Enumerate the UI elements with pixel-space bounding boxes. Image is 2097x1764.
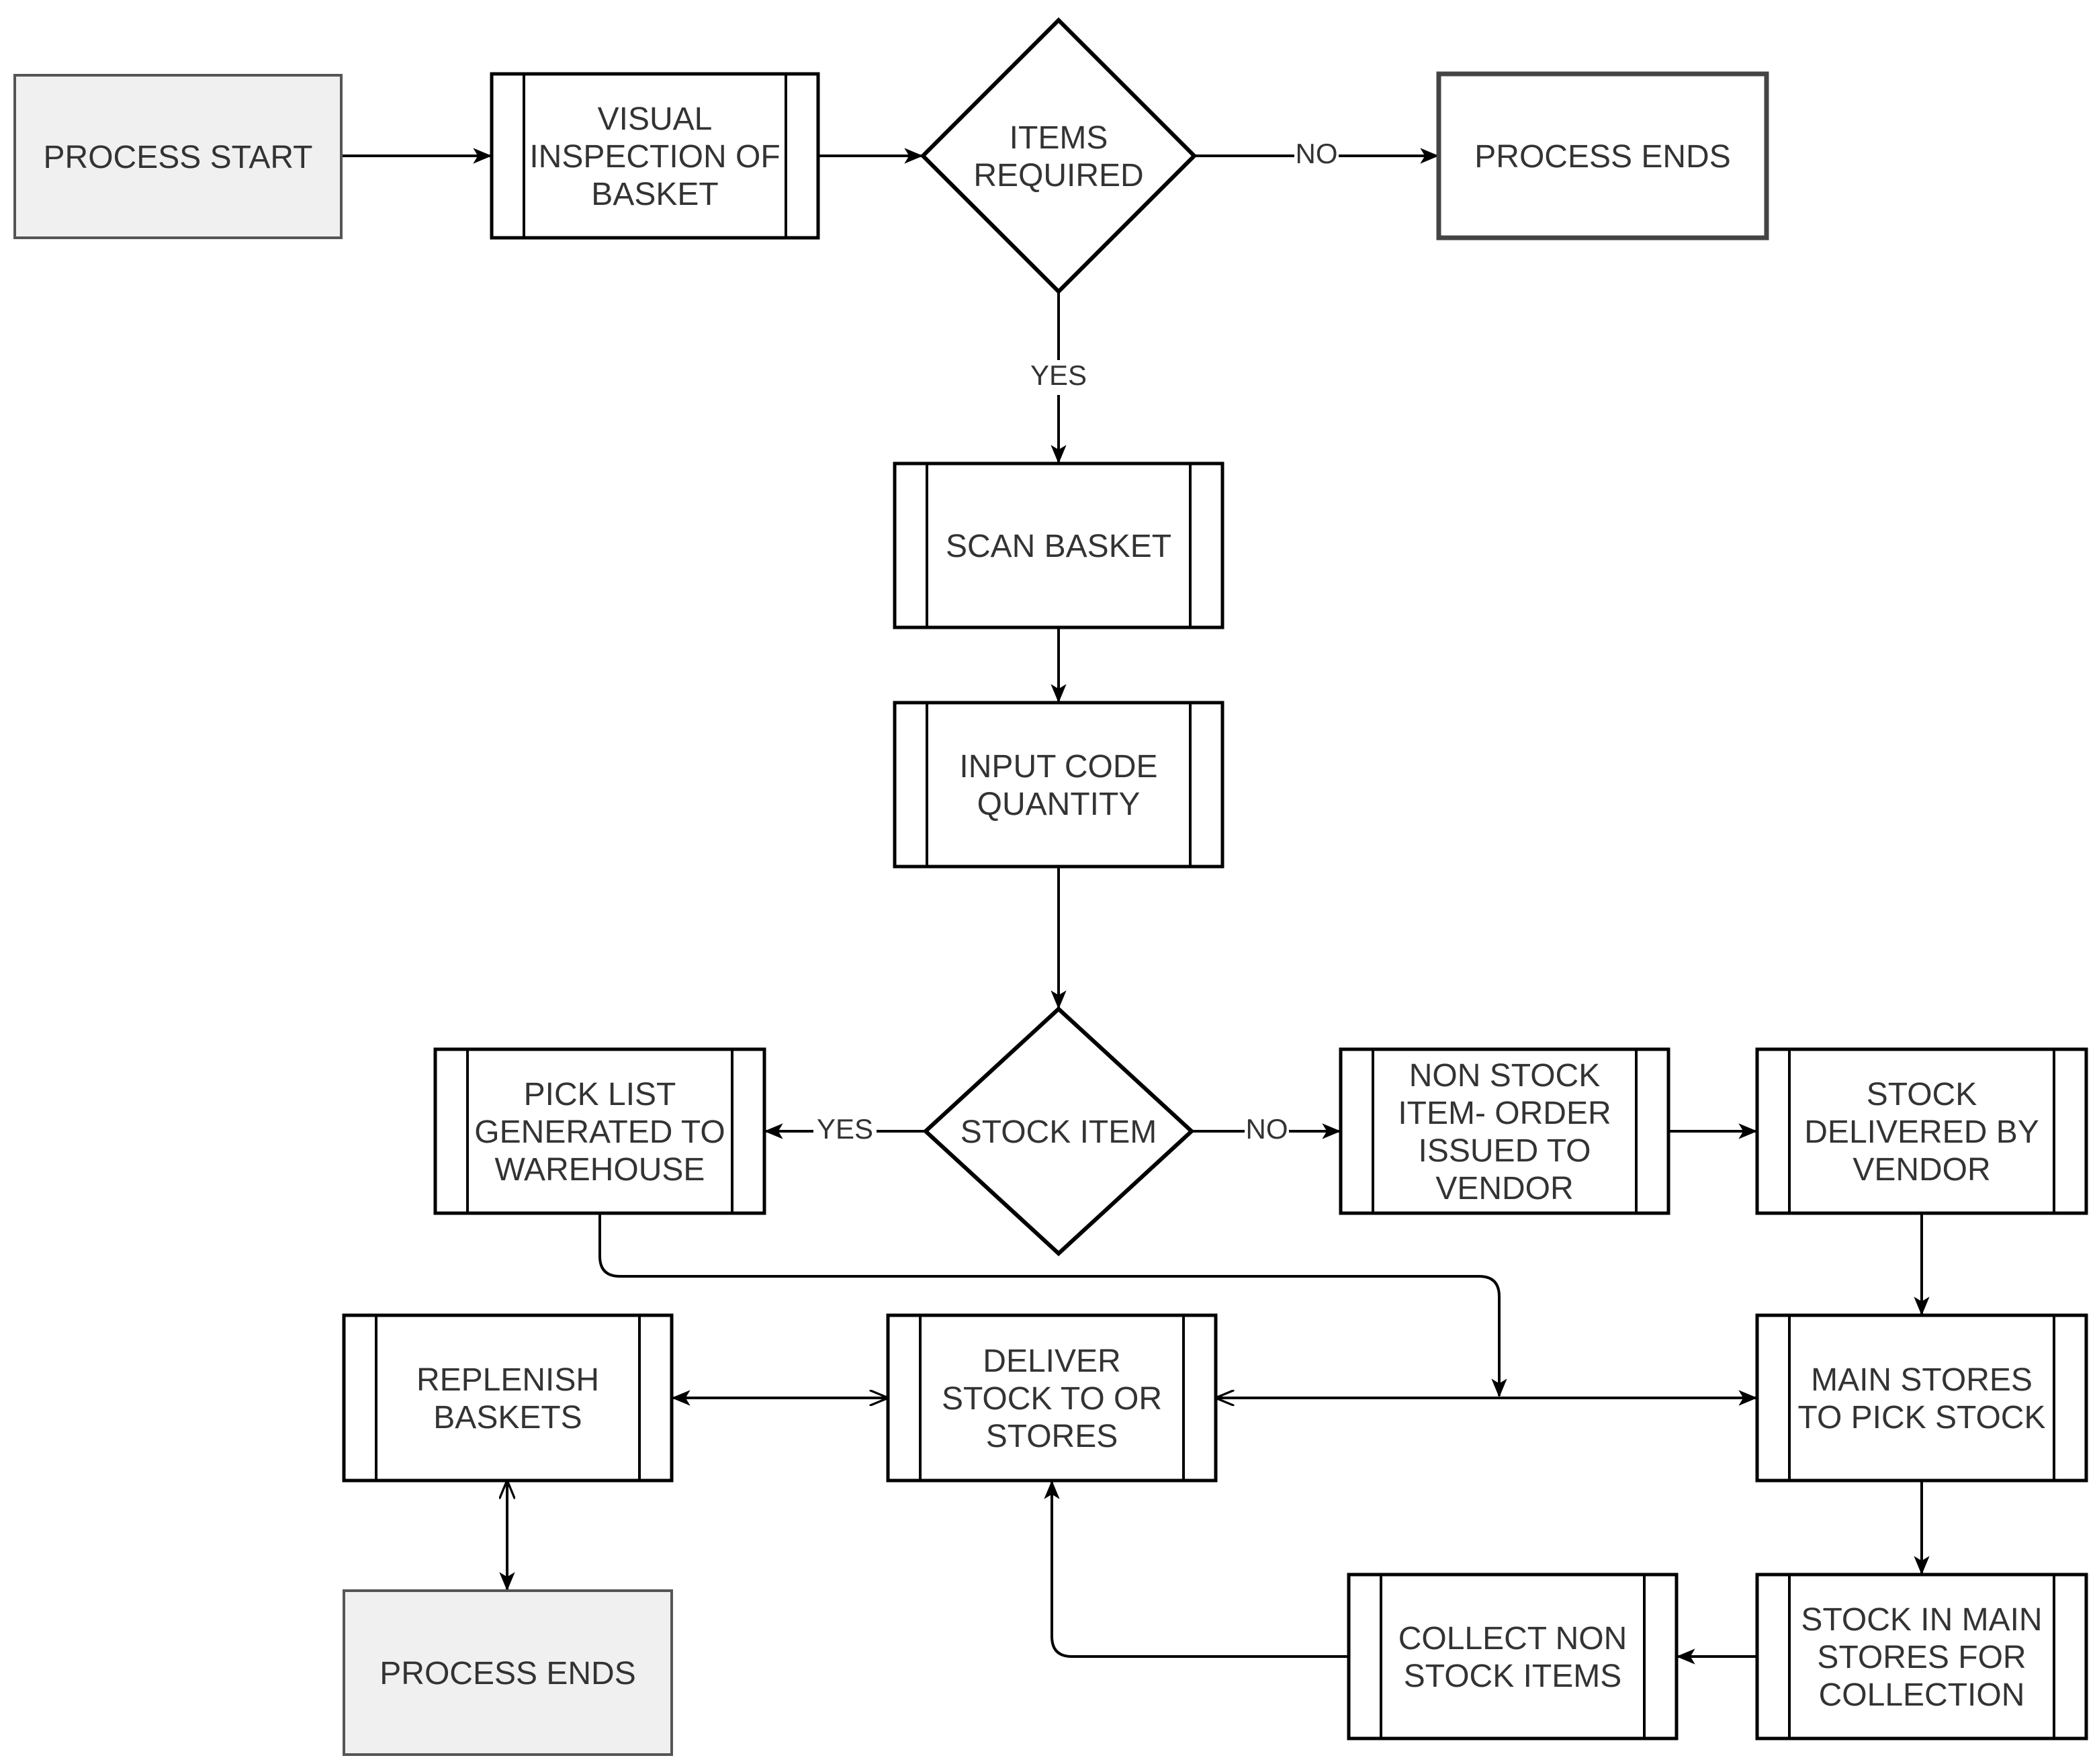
replenish-shape [342, 1313, 674, 1483]
input-code-shape [893, 701, 1224, 869]
process-ends-top-label: PROCESS ENDS [1474, 139, 1730, 175]
stock-item-label: STOCK ITEM [961, 1114, 1157, 1150]
pick-list-shape [433, 1047, 766, 1215]
edges-layer [341, 148, 1930, 1665]
process-start-label: PROCESS START [44, 140, 313, 175]
edge-pick-list-to-junction [598, 1213, 1507, 1398]
node-scan-basket[interactable]: SCAN BASKET [893, 461, 1224, 629]
process-ends-bottom-shape [343, 1589, 673, 1756]
visual-inspection-shape [490, 72, 820, 240]
edge-collect-to-deliver [1044, 1480, 1349, 1658]
non-stock-order-shape [1339, 1047, 1670, 1215]
edge-label-text: NO [1296, 138, 1338, 169]
edge-label-stock-yes: YES [813, 1113, 877, 1149]
edge-label-background [1245, 1114, 1289, 1149]
edge-label-stock-no: NO [1245, 1113, 1289, 1149]
edge-label-text: YES [1030, 359, 1087, 391]
node-process-ends-bottom[interactable]: PROCESS ENDS [343, 1589, 673, 1756]
collect-non-stock-shape [1347, 1573, 1679, 1740]
edge-label-text: NO [1246, 1113, 1288, 1145]
process-ends-top-shape [1436, 71, 1769, 240]
main-stores-pick-shape [1755, 1313, 2088, 1483]
stock-item-shape [922, 1006, 1195, 1257]
edge-label-background [1294, 138, 1339, 173]
edge-label-background [813, 1114, 877, 1149]
process-start-shape [13, 74, 343, 239]
edge-label-items-no: NO [1294, 138, 1339, 173]
stock-in-main-shape [1755, 1573, 2088, 1740]
node-process-ends-top[interactable]: PROCESS ENDS [1436, 71, 1769, 240]
process-ends-bottom-label: PROCESS ENDS [380, 1656, 635, 1691]
edge-labels-layer: NO YES YES NO [813, 138, 1339, 1149]
deliver-stock-shape [886, 1313, 1218, 1483]
edge-label-text: YES [817, 1113, 873, 1145]
items-required-shape [920, 17, 1198, 295]
node-process-start[interactable]: PROCESS START [13, 74, 343, 239]
edge-label-background [1027, 360, 1090, 395]
stock-delivered-shape [1755, 1047, 2088, 1215]
scan-basket-shape [893, 461, 1224, 629]
scan-basket-label: SCAN BASKET [946, 529, 1171, 564]
node-stock-item[interactable]: STOCK ITEM [922, 1006, 1195, 1257]
edge-label-items-yes: YES [1027, 359, 1090, 395]
